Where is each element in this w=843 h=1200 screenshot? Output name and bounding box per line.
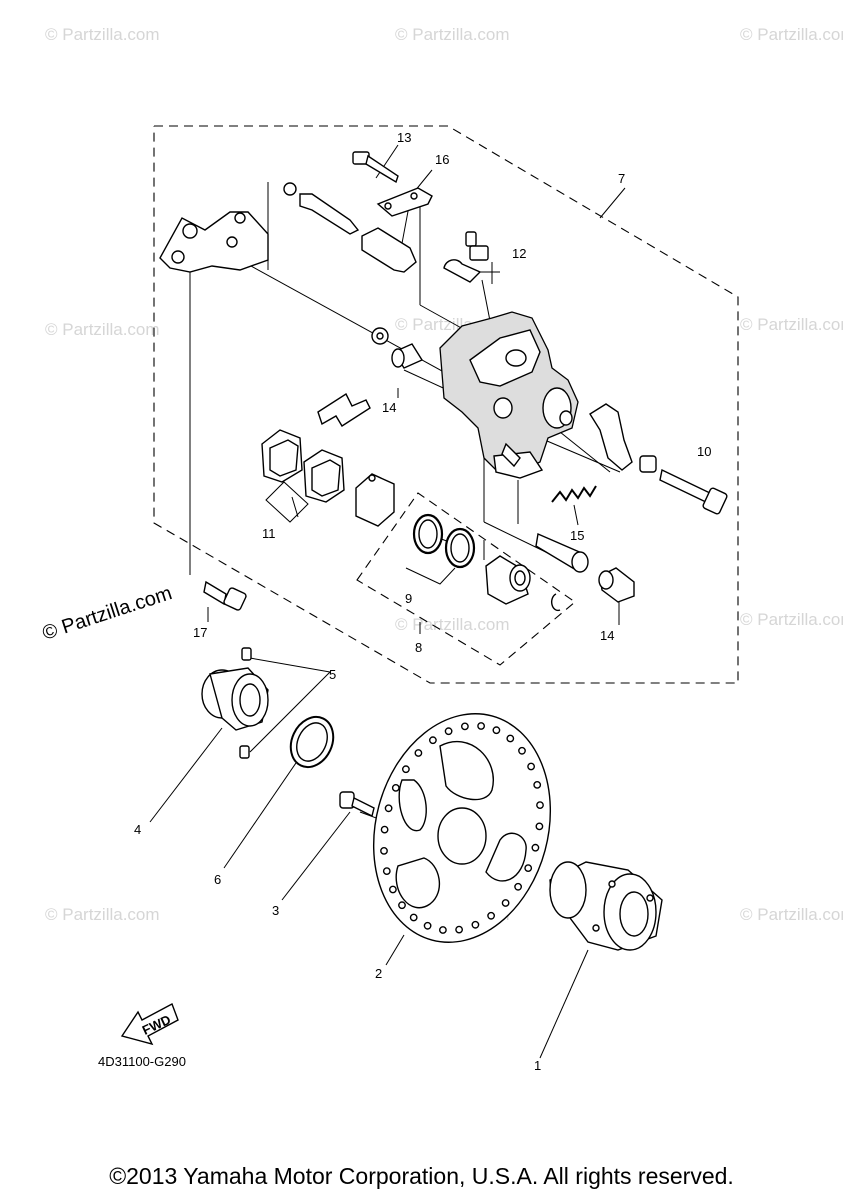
watermark: © Partzilla.com <box>740 315 843 334</box>
callout-15: 15 <box>570 528 584 543</box>
callout-14-lower: 14 <box>600 628 614 643</box>
circlip <box>551 593 561 612</box>
callout-10: 10 <box>697 444 711 459</box>
disc-hole <box>471 920 480 929</box>
callout-5: 5 <box>329 667 336 682</box>
disc-hole <box>524 864 533 872</box>
screw-3 <box>339 791 375 818</box>
bolt-13 <box>352 151 399 184</box>
disc-hole <box>391 784 400 792</box>
disc-hole <box>501 899 510 907</box>
hub-1 <box>549 861 663 951</box>
disc-hole <box>423 921 432 930</box>
disc-hole <box>409 913 418 922</box>
callout-7: 7 <box>618 171 625 186</box>
disc-hole <box>527 762 535 771</box>
watermark: © Partzilla.com <box>45 320 160 339</box>
callout-13: 13 <box>397 130 411 145</box>
disc-hole <box>460 722 469 731</box>
disc-hole <box>444 727 453 736</box>
pad-pin-plug-16 <box>376 187 433 217</box>
bolt-10 <box>639 455 728 515</box>
watermark: © Partzilla.com <box>740 905 843 924</box>
caliper-arm <box>589 403 633 471</box>
disc-holes <box>380 722 544 934</box>
collar-4 <box>201 667 269 731</box>
copyright-notice: ©2013 Yamaha Motor Corporation, U.S.A. A… <box>109 1163 734 1189</box>
disc-hole <box>487 911 495 920</box>
watermark: © Partzilla.com <box>45 25 160 44</box>
disc-hole <box>531 843 540 852</box>
screw-5 <box>239 647 252 759</box>
slide-pin <box>283 182 417 273</box>
slide-pin-lower <box>535 533 589 573</box>
drawing-code: 4D31100-G290 <box>98 1054 186 1069</box>
bushing-14-lower <box>598 567 635 603</box>
piston <box>485 555 531 605</box>
disc-hole <box>535 822 544 831</box>
bleed-screw-12 <box>443 231 489 283</box>
disc-hole <box>380 825 389 834</box>
parts-diagram: © Partzilla.com © Partzilla.com © Partzi… <box>40 25 843 1073</box>
watermark: © Partzilla.com <box>740 25 843 44</box>
callout-9: 9 <box>405 591 412 606</box>
callout-6: 6 <box>214 872 221 887</box>
pad-spring-15 <box>551 485 597 503</box>
disc-hole <box>428 736 437 745</box>
disc-hole <box>506 734 515 743</box>
disc-hole <box>518 746 526 755</box>
watermark-main: © Partzilla.com <box>40 582 175 645</box>
caliper-body <box>439 311 579 479</box>
disc-hole <box>536 801 544 809</box>
callout-1: 1 <box>534 1058 541 1073</box>
disc-hole <box>533 781 542 789</box>
callout-4: 4 <box>134 822 141 837</box>
disc-hole <box>384 804 393 813</box>
spacer-ring-6 <box>289 715 335 769</box>
caliper-bracket <box>159 211 269 273</box>
disc-hole <box>380 847 388 855</box>
callout-2: 2 <box>375 966 382 981</box>
brake-pad-kit-11 <box>261 429 345 523</box>
disc-hole <box>414 749 423 757</box>
brake-disc-2 <box>372 713 552 943</box>
forward-arrow-icon: FWD <box>120 1003 179 1046</box>
seal-kit-boundary <box>356 492 576 666</box>
disc-hole <box>492 726 501 735</box>
bolt-17 <box>203 580 247 611</box>
bushing-14-upper <box>371 327 424 369</box>
watermark: © Partzilla.com <box>740 610 843 629</box>
callout-17: 17 <box>193 625 207 640</box>
pad-shim <box>355 473 395 527</box>
callouts: 1 2 3 4 5 6 7 8 9 10 11 12 13 14 14 15 1… <box>134 130 711 1073</box>
piston-seal-kit-9 <box>405 513 476 585</box>
disc-hole <box>382 867 391 875</box>
callout-16: 16 <box>435 152 449 167</box>
disc-hole <box>455 925 463 934</box>
watermark: © Partzilla.com <box>395 25 510 44</box>
callout-3: 3 <box>272 903 279 918</box>
callout-8: 8 <box>415 640 422 655</box>
disc-hole <box>514 882 522 891</box>
disc-hole <box>438 926 447 934</box>
pad-spring-clip <box>317 392 371 427</box>
disc-hole <box>388 885 397 894</box>
callout-12: 12 <box>512 246 526 261</box>
disc-hole <box>477 722 485 730</box>
fwd-label: FWD <box>140 1012 173 1038</box>
callout-14-upper: 14 <box>382 400 396 415</box>
disc-hole <box>398 901 406 910</box>
callout-11: 11 <box>262 526 276 541</box>
disc-hole <box>401 765 410 774</box>
watermark: © Partzilla.com <box>45 905 160 924</box>
watermark: © Partzilla.com <box>395 615 510 634</box>
caliper-assembly-boundary <box>153 125 739 684</box>
